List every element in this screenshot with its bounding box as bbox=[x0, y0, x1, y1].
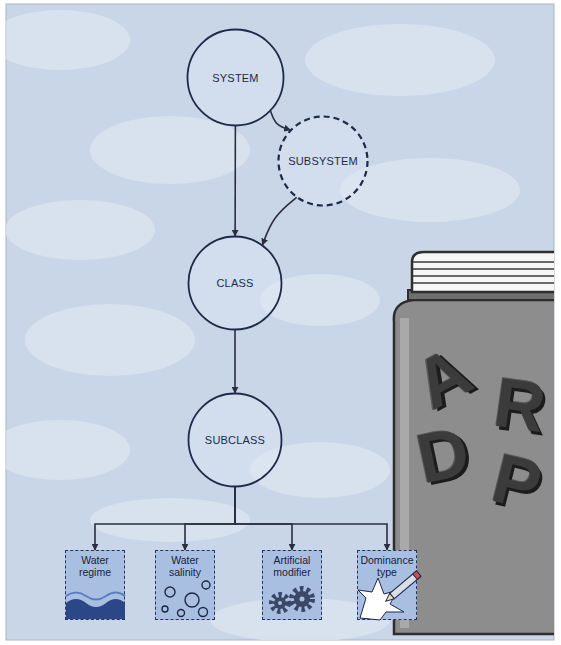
circle-shape bbox=[279, 117, 368, 206]
level-circle: SUBCLASS bbox=[187, 392, 283, 488]
level-circle: SYSTEM bbox=[186, 28, 285, 127]
lid-threads bbox=[413, 262, 554, 283]
text-holder: Dominance type bbox=[358, 554, 416, 578]
modifier-box: Dominance type bbox=[357, 550, 417, 620]
hierarchy-arrow bbox=[234, 126, 236, 236]
hierarchy-arrow bbox=[95, 487, 235, 550]
circle-shape bbox=[189, 394, 282, 487]
level-name: SYSTEM bbox=[212, 72, 258, 84]
dominance-type-icon bbox=[358, 571, 421, 620]
text-holder: CLASS bbox=[187, 235, 283, 331]
jar-letter: A bbox=[404, 335, 482, 421]
optional-level-circle: SUBSYSTEM bbox=[277, 115, 369, 207]
level-name: CLASS bbox=[216, 277, 253, 289]
text-holder: SYSTEM bbox=[186, 28, 285, 127]
jar-illustration bbox=[394, 252, 554, 634]
hierarchy-arrow bbox=[185, 487, 235, 550]
circle-shape bbox=[189, 237, 282, 330]
modifier-name: Water regime bbox=[66, 554, 124, 578]
level-name: SUBSYSTEM bbox=[288, 155, 358, 167]
text-holder: SUBCLASS bbox=[187, 392, 283, 488]
hierarchy-arrow bbox=[262, 197, 296, 244]
level-name: SUBCLASS bbox=[205, 434, 265, 446]
hierarchy-arrow bbox=[271, 111, 291, 130]
modifier-name: Artificial modifier bbox=[263, 554, 321, 578]
water-regime-icon bbox=[66, 593, 125, 620]
hierarchy-arrow bbox=[234, 330, 236, 393]
modifier-box: Artificial modifier bbox=[262, 550, 322, 620]
hierarchy-arrow bbox=[235, 487, 387, 550]
modifier-name: Water salinity bbox=[156, 554, 214, 578]
jar-letter: D bbox=[411, 416, 475, 495]
modifier-name: Dominance type bbox=[358, 554, 416, 578]
modifier-box: Water salinity bbox=[155, 550, 215, 620]
jar-body bbox=[394, 300, 554, 634]
artificial-modifier-icon bbox=[272, 589, 312, 611]
modifier-box: Water regime bbox=[65, 550, 125, 620]
jar-letter: R bbox=[490, 367, 550, 443]
jar-lid bbox=[412, 252, 554, 292]
level-circle: CLASS bbox=[187, 235, 283, 331]
text-holder: SUBSYSTEM bbox=[277, 115, 369, 207]
text-holder: Water regime bbox=[66, 554, 124, 578]
hierarchy-arrow bbox=[235, 487, 292, 550]
text-holder: Artificial modifier bbox=[263, 554, 321, 578]
text-holder: Water salinity bbox=[156, 554, 214, 578]
jar-letter: P bbox=[486, 442, 548, 521]
circle-shape bbox=[188, 30, 284, 126]
water-salinity-icon bbox=[162, 581, 210, 617]
